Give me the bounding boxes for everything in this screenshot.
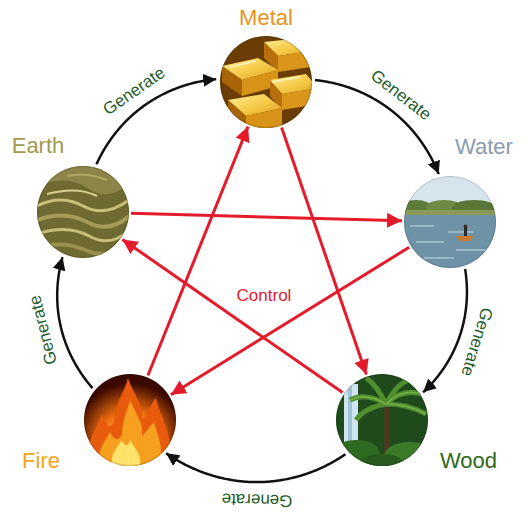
element-heading: Earth bbox=[12, 133, 65, 158]
element-picture bbox=[336, 374, 428, 466]
element-circle: Metal bbox=[220, 36, 312, 128]
generate-arrow bbox=[57, 257, 92, 388]
element-picture bbox=[220, 36, 312, 128]
element-circle: Fire bbox=[84, 374, 176, 466]
element-picture bbox=[84, 374, 176, 466]
circle-outline bbox=[38, 167, 129, 258]
circle-outline bbox=[337, 375, 428, 466]
edge-label: Generate bbox=[457, 305, 496, 378]
generate-arrow bbox=[166, 453, 345, 482]
control-arrow bbox=[171, 247, 409, 394]
cycle-label: Control bbox=[237, 286, 292, 306]
control-arrow bbox=[282, 127, 367, 374]
control-arrow bbox=[131, 213, 402, 220]
control-arrow bbox=[122, 239, 342, 392]
element-heading: Fire bbox=[22, 448, 60, 473]
element-heading: Water bbox=[455, 134, 513, 159]
edge-label: Generate bbox=[100, 63, 169, 119]
edge-label: Generate bbox=[367, 66, 435, 124]
element-heading: Wood bbox=[440, 448, 497, 473]
edge-label: Generate bbox=[25, 293, 61, 366]
element-illustration bbox=[37, 166, 129, 258]
element-illustration bbox=[220, 36, 312, 128]
element-picture bbox=[404, 176, 496, 268]
control-arrow bbox=[148, 127, 248, 376]
element-heading: Metal bbox=[239, 5, 293, 30]
circle-outline bbox=[405, 177, 496, 268]
circle-outline bbox=[85, 375, 176, 466]
edge-label: Generate bbox=[221, 490, 292, 511]
circle-outline bbox=[221, 37, 312, 128]
generate-arrow bbox=[315, 80, 439, 174]
element-illustration bbox=[84, 374, 176, 466]
element-circle: Earth bbox=[37, 166, 129, 258]
element-illustration bbox=[336, 374, 428, 466]
element-picture bbox=[37, 166, 129, 258]
element-circle: Wood bbox=[336, 374, 428, 466]
element-circle: Water bbox=[404, 176, 496, 268]
element-illustration bbox=[404, 176, 496, 268]
